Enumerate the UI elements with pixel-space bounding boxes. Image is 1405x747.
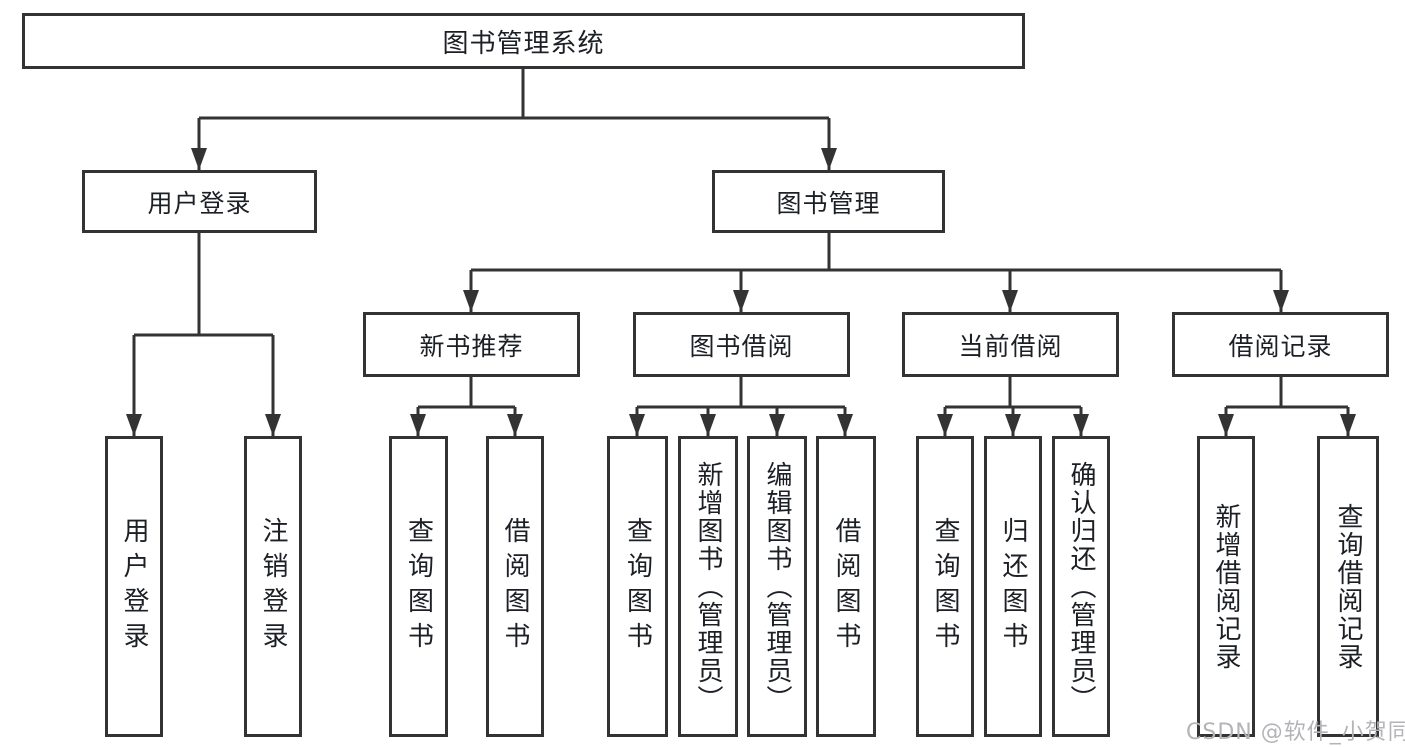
leaf-logout-label: 注销登录 xyxy=(258,516,288,657)
leaf-borrow-books-recommend-label: 借阅图书 xyxy=(500,516,530,657)
node-book-borrow: 图书借阅 xyxy=(633,312,850,377)
leaf-borrow-books-label: 借阅图书 xyxy=(831,516,861,657)
watermark: CSDN @软件_小贺同学 xyxy=(1186,720,1405,745)
leaf-edit-book-admin: 编辑图书（管理员） xyxy=(747,436,807,737)
leaf-query-books-current: 查询图书 xyxy=(916,436,974,737)
leaf-confirm-return-admin: 确认归还（管理员） xyxy=(1052,436,1110,737)
leaf-add-book-admin-label: 新增图书（管理员） xyxy=(693,460,723,713)
leaf-query-books-borrow: 查询图书 xyxy=(607,436,668,737)
leaf-query-books-recommend-label: 查询图书 xyxy=(403,516,434,657)
node-library-system: 图书管理系统 xyxy=(22,13,1025,69)
leaf-return-book: 归还图书 xyxy=(984,436,1042,737)
node-book-management: 图书管理 xyxy=(712,170,945,233)
leaf-user-login-label: 用户登录 xyxy=(119,516,149,657)
node-user-login-label: 用户登录 xyxy=(147,188,252,218)
leaf-return-book-label: 归还图书 xyxy=(998,516,1028,657)
node-user-login: 用户登录 xyxy=(82,170,317,233)
leaf-add-book-admin: 新增图书（管理员） xyxy=(678,436,738,737)
leaf-user-login: 用户登录 xyxy=(105,436,163,737)
leaf-query-books-recommend: 查询图书 xyxy=(389,436,448,737)
leaf-query-borrow-record: 查询借阅记录 xyxy=(1317,436,1379,737)
node-library-system-label: 图书管理系统 xyxy=(442,28,605,59)
node-current-borrow: 当前借阅 xyxy=(902,312,1119,377)
leaf-add-borrow-record: 新增借阅记录 xyxy=(1197,436,1255,737)
leaf-confirm-return-admin-label: 确认归还（管理员） xyxy=(1066,460,1096,713)
leaf-logout: 注销登录 xyxy=(244,436,302,737)
leaf-query-books-borrow-label: 查询图书 xyxy=(622,516,653,657)
leaf-query-books-current-label: 查询图书 xyxy=(930,516,960,657)
node-current-borrow-label: 当前借阅 xyxy=(958,331,1063,361)
leaf-add-borrow-record-label: 新增借阅记录 xyxy=(1211,502,1241,671)
node-new-book-recommend-label: 新书推荐 xyxy=(419,331,524,361)
node-book-management-label: 图书管理 xyxy=(776,188,881,218)
node-new-book-recommend: 新书推荐 xyxy=(363,312,580,377)
leaf-query-borrow-record-label: 查询借阅记录 xyxy=(1333,502,1363,671)
node-borrow-records-label: 借阅记录 xyxy=(1228,331,1333,361)
leaf-borrow-books-recommend: 借阅图书 xyxy=(486,436,544,737)
node-book-borrow-label: 图书借阅 xyxy=(689,331,794,361)
leaf-edit-book-admin-label: 编辑图书（管理员） xyxy=(762,460,792,713)
leaf-borrow-books: 借阅图书 xyxy=(816,436,876,737)
node-borrow-records: 借阅记录 xyxy=(1172,312,1389,377)
